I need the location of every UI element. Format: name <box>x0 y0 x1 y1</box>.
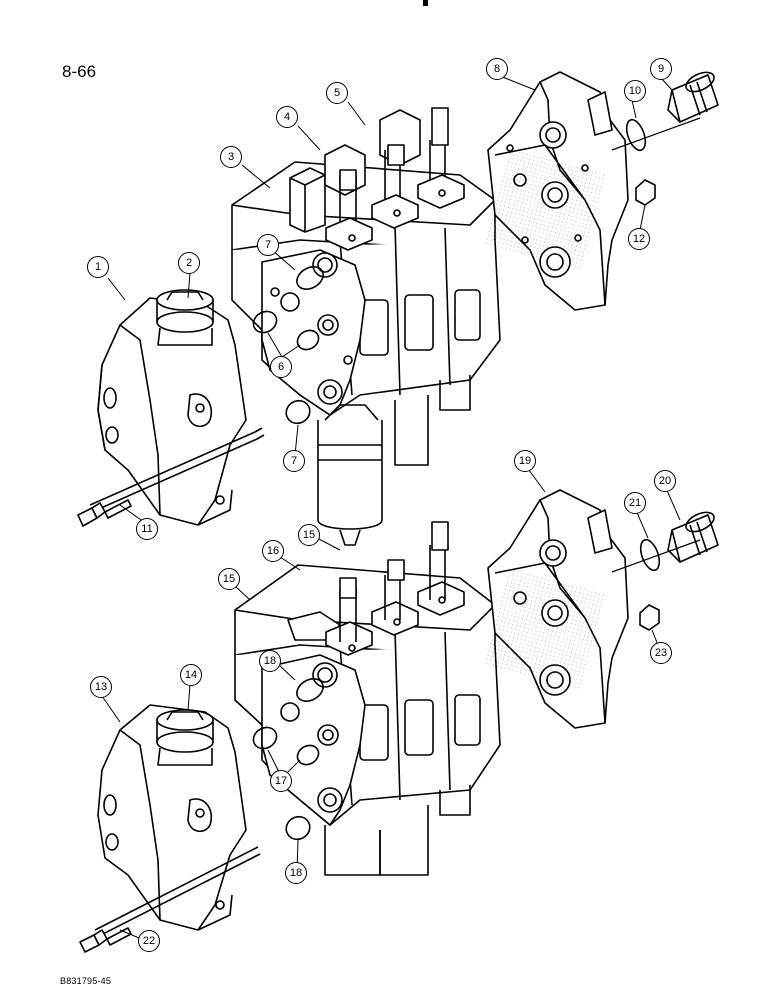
o-ring-upper-b <box>252 310 278 334</box>
callout-15a: 15 <box>298 524 320 546</box>
page-edge-mark <box>423 0 428 6</box>
callout-12: 12 <box>628 228 650 250</box>
control-valve-bank-upper <box>231 107 501 546</box>
nut-23 <box>639 604 660 631</box>
tie-bolt-upper <box>77 427 265 527</box>
callout-9: 9 <box>650 58 672 80</box>
o-ring-upper-d <box>285 399 311 425</box>
callout-18b: 18 <box>285 862 307 884</box>
callout-22: 22 <box>138 930 160 952</box>
outlet-section-upper <box>483 71 629 311</box>
o-ring-upper-a <box>296 266 324 290</box>
callout-4: 4 <box>276 106 298 128</box>
page-number: 8-66 <box>62 62 97 81</box>
relief-cap-upper <box>156 289 214 346</box>
callout-17: 17 <box>270 770 292 792</box>
callout-15b: 15 <box>218 568 240 590</box>
callout-19: 19 <box>514 450 536 472</box>
tie-bolt-lower <box>79 846 261 953</box>
callout-14: 14 <box>180 664 202 686</box>
callout-2: 2 <box>178 252 200 274</box>
callout-1: 1 <box>87 256 109 278</box>
nut-12 <box>635 179 656 206</box>
callout-10: 10 <box>624 80 646 102</box>
callout-8: 8 <box>486 58 508 80</box>
callout-11: 11 <box>136 518 158 540</box>
relief-cap-lower <box>156 709 214 766</box>
callout-18a: 18 <box>259 650 281 672</box>
callout-7b: 7 <box>283 450 305 472</box>
callout-6: 6 <box>270 356 292 378</box>
inlet-section-upper <box>97 297 247 526</box>
o-ring-lower-c <box>296 744 320 766</box>
outlet-plug-lower <box>667 511 719 563</box>
callout-5: 5 <box>326 82 348 104</box>
callout-7a: 7 <box>257 234 279 256</box>
outlet-section-lower <box>483 489 629 729</box>
callout-20: 20 <box>654 470 676 492</box>
o-ring-10 <box>625 118 647 152</box>
callout-3: 3 <box>220 146 242 168</box>
outlet-plug-upper <box>667 71 719 123</box>
o-ring-21 <box>639 538 661 572</box>
callout-13: 13 <box>90 676 112 698</box>
control-valve-bank-lower <box>234 521 501 876</box>
callout-16: 16 <box>262 540 284 562</box>
callout-23: 23 <box>650 642 672 664</box>
o-ring-lower-b <box>252 726 278 750</box>
o-ring-lower-a <box>296 678 324 702</box>
figure-id: B831795-45 <box>60 976 112 986</box>
inlet-section-lower <box>97 704 247 931</box>
o-ring-lower-d <box>285 815 311 841</box>
leader-lines <box>101 75 681 941</box>
callout-21: 21 <box>624 492 646 514</box>
